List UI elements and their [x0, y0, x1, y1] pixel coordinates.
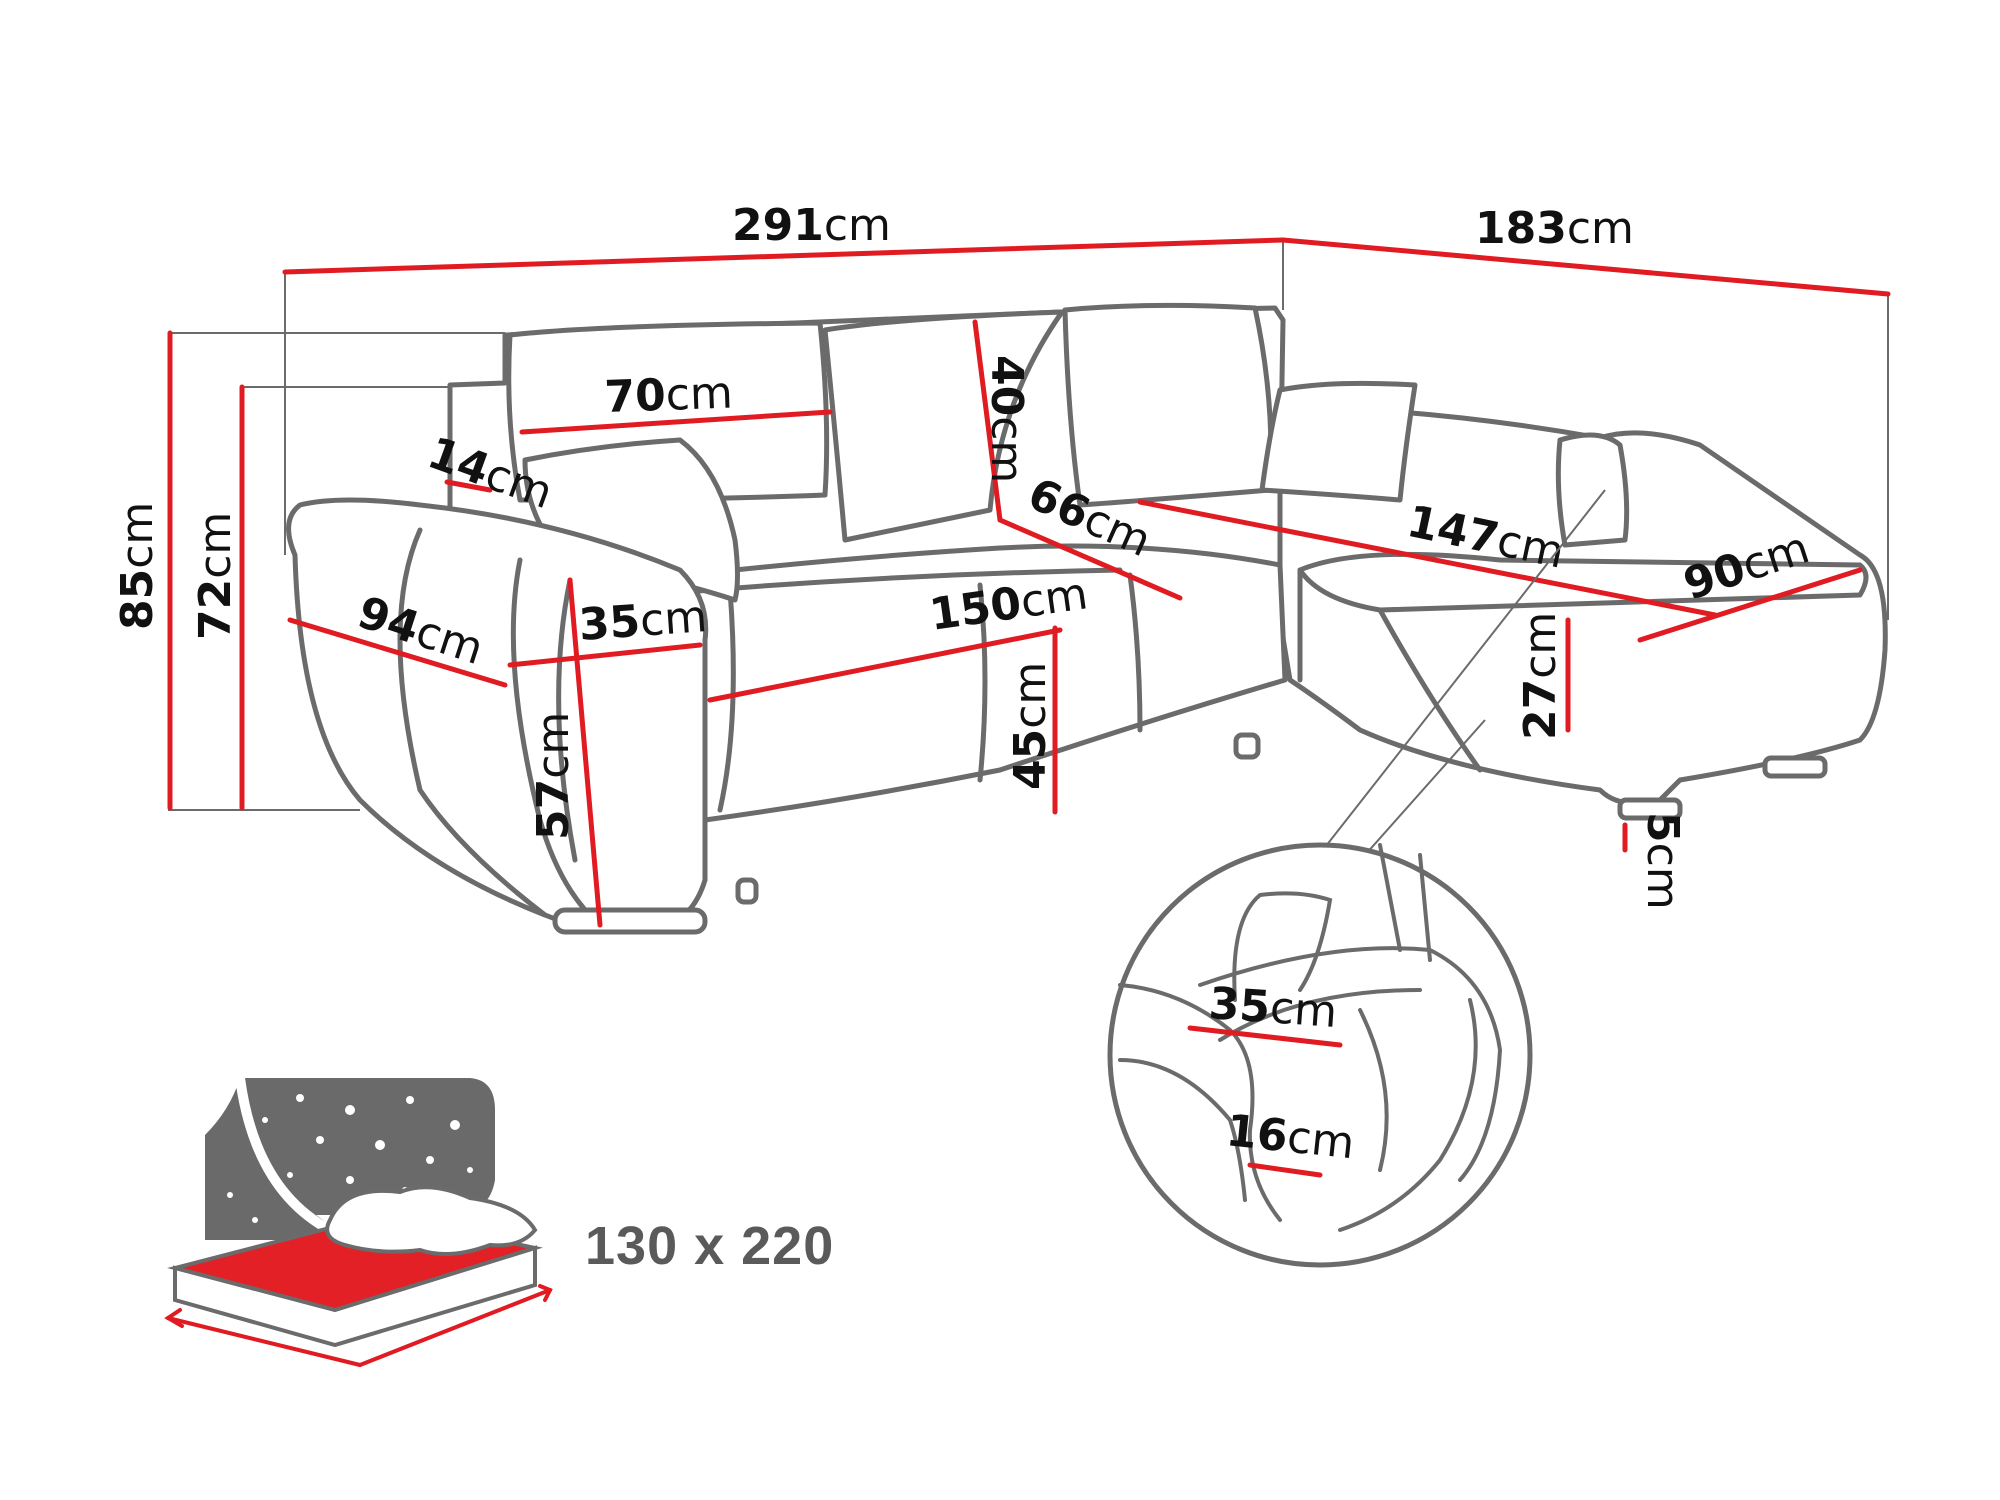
total-length-line: [282, 237, 1286, 275]
label-height-back: 72cm: [190, 512, 241, 640]
left-armrest: [286, 497, 709, 933]
label-back-cushion-width: 70cm: [604, 368, 734, 423]
corner-sofa-drawing: [286, 302, 1888, 935]
label-armrest-height: 57cm: [528, 712, 579, 840]
sofa-leg: [1233, 732, 1261, 760]
label-seat-height: 45cm: [1005, 662, 1056, 790]
overall-dimension-lines: [167, 237, 1891, 811]
sofa-leg: [552, 907, 708, 935]
throw-pillow-right: [1259, 380, 1418, 503]
bed-function-icon: [164, 1077, 553, 1367]
component-dimension-lines: [287, 319, 1863, 928]
label-height-total: 85cm: [112, 502, 163, 630]
sofa-leg: [1762, 755, 1828, 779]
detail-circle: [1107, 842, 1533, 1268]
label-leg-height: 5cm: [1637, 812, 1688, 910]
label-back-cushion-height: 40cm: [981, 355, 1032, 483]
label-chaise-length: 183cm: [1475, 203, 1634, 254]
pillows-icon: [325, 1185, 538, 1256]
chaise-armrest: [1555, 432, 1630, 548]
label-detail-arm-thickness: 16cm: [1224, 1105, 1357, 1169]
label-armrest-width: 35cm: [577, 591, 709, 651]
label-chaise-height: 27cm: [1515, 612, 1566, 740]
sofa-leg: [1617, 797, 1683, 821]
back-cushion-middle: [822, 309, 1065, 543]
back-cushion-right: [1062, 302, 1274, 508]
bed-size-label: 130 x 220: [585, 1216, 835, 1276]
label-total-length: 291cm: [732, 200, 891, 251]
label-seat-width: 150cm: [926, 568, 1090, 641]
sofa-leg: [735, 877, 759, 905]
detail-magnifier: 35cm 16cm: [1107, 489, 1606, 1268]
label-detail-arm-width: 35cm: [1207, 978, 1339, 1038]
chaise-length-line: [1280, 237, 1891, 297]
